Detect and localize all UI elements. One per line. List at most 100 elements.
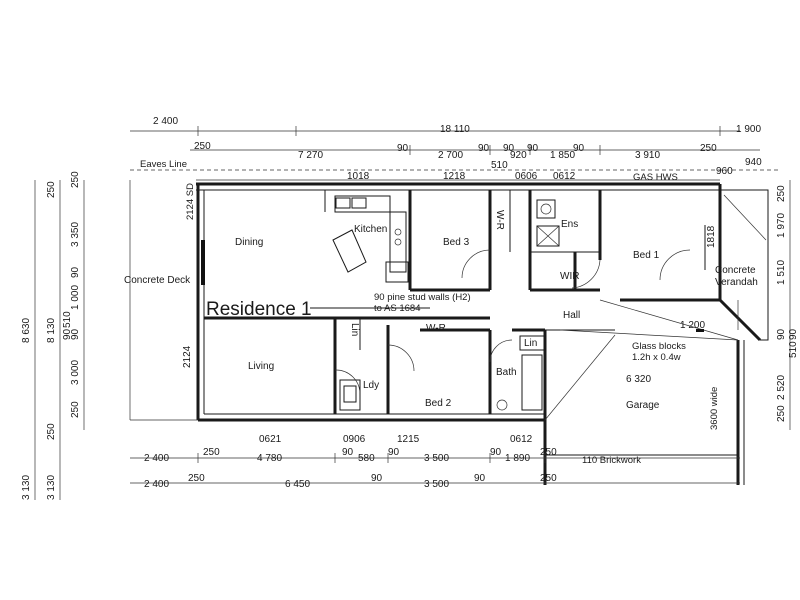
dim-window-0906: 0906 (343, 434, 366, 445)
dim-top-920: 920 (510, 150, 527, 161)
bath-tub (521, 354, 543, 411)
dim-top-90b: 90 (478, 143, 490, 154)
dim-top-1850: 1 850 (550, 150, 575, 161)
room-label-kitchen: Kitchen (354, 224, 387, 235)
dim-bottom2-90b: 90 (474, 473, 486, 484)
ensuite-basin-bowl (540, 203, 552, 215)
bottom-dimensions: 0621 0906 1215 0612 2 400 250 4 780 90 5… (144, 434, 557, 490)
dim-right-250b: 250 (776, 405, 787, 422)
note-glass-blocks-2: 1.2h x 0.4w (632, 352, 681, 363)
dim-left-3130a: 3 130 (21, 475, 32, 500)
dim-top-250a: 250 (194, 141, 211, 152)
dim-left-8130: 8 130 (46, 318, 57, 343)
room-label-wir: WIR (560, 271, 579, 282)
dim-bottom2-250: 250 (188, 473, 205, 484)
dim-left-90a: 90 (70, 266, 81, 278)
room-label-wr-bed2: W-R (426, 323, 446, 334)
interior-walls (201, 189, 769, 456)
dim-top-3910: 3 910 (635, 150, 660, 161)
room-label-bed2: Bed 2 (425, 398, 452, 409)
dim-bottom-90c: 90 (490, 447, 502, 458)
glass-blocks-marker (696, 329, 704, 332)
dim-left-1000: 1 000 (70, 285, 81, 310)
dim-bottom-3500: 3 500 (424, 453, 449, 464)
dim-window-0606: 0606 (515, 171, 538, 182)
dim-top-1900: 1 900 (736, 124, 761, 135)
laundry-trough (339, 379, 361, 411)
bath-toilet (496, 399, 508, 411)
garage-hall-line (559, 329, 739, 341)
dim-left-8630: 8 630 (21, 318, 32, 343)
dim-window-0621: 0621 (259, 434, 282, 445)
dim-right-90a: 90 (776, 328, 787, 340)
right-dimensions: 250 1 970 1 510 90 90 510 2 520 250 1818… (626, 185, 799, 422)
exterior-walls (196, 182, 762, 485)
kitchen-fridge-space (385, 261, 409, 283)
dim-bottom-2400: 2 400 (144, 453, 169, 464)
dim-bottom2-250b: 250 (540, 473, 557, 484)
dim-top-90d: 90 (527, 143, 539, 154)
dimension-lines (34, 130, 791, 500)
dim-left-3130b: 3 130 (46, 475, 57, 500)
kitchen-bench-top (334, 195, 391, 213)
dim-bottom-90b: 90 (388, 447, 400, 458)
dim-window-0612: 0612 (553, 171, 576, 182)
note-stud-walls-2: to AS 1684 (374, 303, 420, 314)
room-label-bath: Bath (496, 367, 517, 378)
dim-bottom2-6450: 6 450 (285, 479, 310, 490)
dim-top-510: 510 (491, 160, 508, 171)
plan-title: Residence 1 (206, 299, 312, 320)
note-door-sd: 2124 SD (185, 183, 196, 220)
dim-right-6320: 6 320 (626, 374, 651, 385)
dim-bottom-250: 250 (203, 447, 220, 458)
dim-left-250b: 250 (70, 401, 81, 418)
room-label-ldy: Ldy (363, 380, 379, 391)
dim-window-0612b: 0612 (510, 434, 533, 445)
kitchen-island (332, 229, 367, 273)
kitchen-sink-left (335, 197, 351, 209)
room-label-ens: Ens (561, 219, 578, 230)
room-label-bed1: Bed 1 (633, 250, 660, 261)
dim-left-250c: 250 (46, 181, 57, 198)
dim-top-960: 960 (716, 166, 733, 177)
note-brickwork: 110 Brickwork (582, 455, 641, 466)
dim-top-2700: 2 700 (438, 150, 463, 161)
bed2-door-swing (387, 344, 415, 372)
dim-bottom-1890: 1 890 (505, 453, 530, 464)
dim-bottom-250b: 250 (540, 447, 557, 458)
laundry-tub (343, 385, 357, 403)
note-gas-hws: GAS HWS (633, 172, 678, 183)
dim-left-2124: 2124 (182, 345, 193, 368)
dim-right-1818: 1818 (706, 225, 717, 248)
dim-bottom-4780: 4 780 (257, 453, 282, 464)
dim-window-1218: 1218 (443, 171, 466, 182)
dim-top-7270: 7 270 (298, 150, 323, 161)
right-wall-diagonal (718, 298, 762, 342)
dim-bottom2-3500: 3 500 (424, 479, 449, 490)
notes: 90 pine stud walls (H2) to AS 1684 Eaves… (140, 159, 720, 466)
note-3600-wide: 3600 wide (709, 387, 720, 430)
dim-top-250b: 250 (700, 143, 717, 154)
dim-bottom2-90a: 90 (371, 473, 383, 484)
top-dimensions: 2 400 18 110 1 900 250 7 270 90 2 700 90… (153, 116, 762, 182)
bed3-door-swing (461, 249, 491, 279)
room-label-lin-bath: Lin (524, 338, 537, 349)
dim-right-1200: 1 200 (680, 320, 705, 331)
dim-right-1970: 1 970 (776, 213, 787, 238)
dim-top-90c: 90 (503, 143, 515, 154)
room-label-concrete-deck: Concrete Deck (124, 275, 191, 286)
dim-right-1510: 1 510 (776, 260, 787, 285)
dining-sliding-door (201, 240, 205, 285)
room-label-lin-left: Lin (349, 323, 360, 336)
dim-right-250a: 250 (776, 185, 787, 202)
dimension-ticks (197, 126, 721, 463)
dim-left-250d: 250 (46, 423, 57, 440)
dim-left-90b: 90 (70, 328, 81, 340)
dim-top-90e: 90 (573, 143, 585, 154)
kitchen-pantry (389, 211, 407, 273)
dim-left-3350: 3 350 (70, 222, 81, 247)
garage-diagonal-2 (599, 299, 739, 341)
cooktop-burner-1 (394, 228, 402, 236)
dim-bottom-580: 580 (358, 453, 375, 464)
room-label-verandah-1: Concrete (715, 265, 756, 276)
